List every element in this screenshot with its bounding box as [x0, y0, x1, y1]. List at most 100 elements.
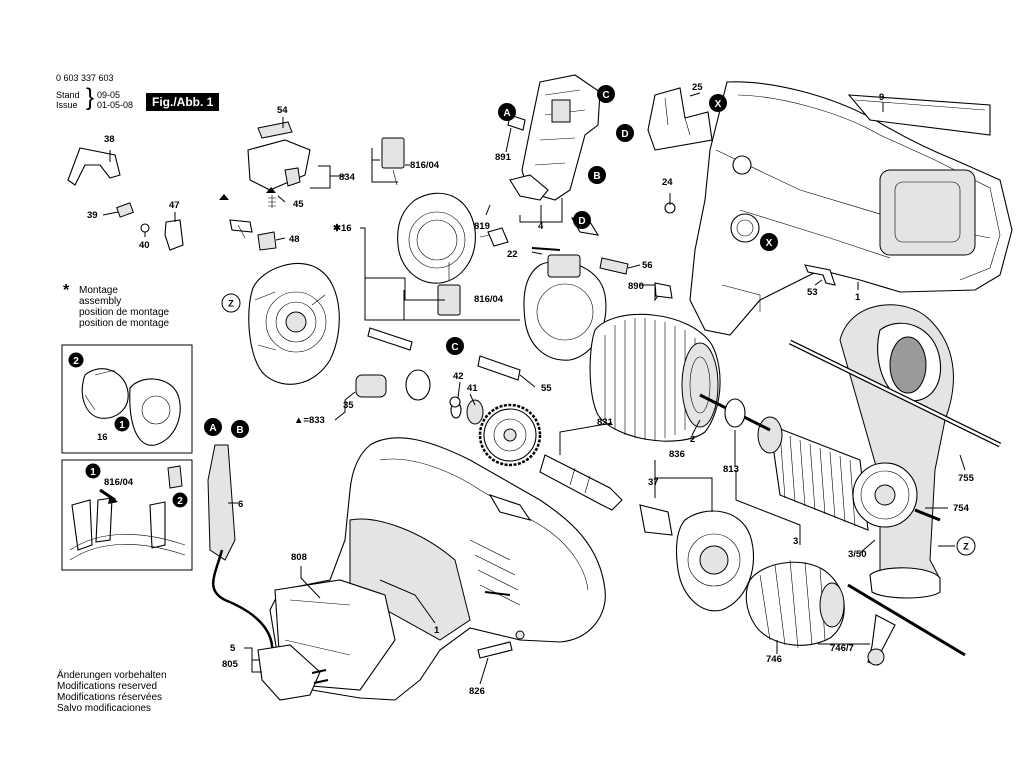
- label-813: 813: [723, 464, 739, 475]
- spring-part: [804, 264, 836, 286]
- label-805: 805: [222, 659, 239, 670]
- svg-text:A: A: [503, 108, 510, 119]
- brush-holder-ring: [381, 137, 476, 316]
- label-816-04-top: 816/04: [410, 160, 440, 171]
- label-5: 5: [230, 643, 236, 654]
- svg-text:2: 2: [177, 496, 183, 507]
- inset2-step-1: 1: [85, 463, 101, 479]
- label-1-housing: 1: [855, 292, 861, 303]
- side-handle: [788, 304, 1002, 599]
- label-6: 6: [238, 499, 243, 510]
- svg-text:C: C: [602, 90, 609, 101]
- gear-housing: [639, 504, 754, 612]
- bracket-part: [647, 87, 713, 151]
- label-833: ▲=833: [294, 415, 325, 426]
- label-816-04-mid: 816/04: [474, 294, 504, 305]
- inset2-step-2: 2: [172, 492, 188, 508]
- label-891: 891: [495, 152, 512, 163]
- svg-text:1: 1: [90, 467, 96, 478]
- issue-label: Issue: [56, 100, 78, 110]
- badge-B-top: B: [588, 166, 606, 184]
- svg-text:B: B: [236, 425, 243, 436]
- inset1-step-1: 1: [114, 416, 130, 432]
- label-3-50: 3/50: [848, 549, 867, 560]
- triangle-mark: [266, 187, 276, 193]
- badge-C-mid: C: [446, 337, 464, 355]
- modifications-line: Modifications reserved: [57, 681, 158, 692]
- label-808: 808: [291, 552, 307, 563]
- switch-module: [509, 74, 601, 201]
- badge-Z-right: Z: [956, 536, 976, 556]
- svg-text:X: X: [766, 238, 773, 249]
- svg-text:Z: Z: [963, 542, 969, 552]
- label-40: 40: [139, 240, 150, 251]
- svg-text:B: B: [593, 171, 600, 182]
- label-1-drill: 1: [434, 625, 440, 636]
- badge-C-top: C: [597, 85, 615, 103]
- badge-A-top: A: [498, 103, 516, 121]
- label-890: 890: [628, 281, 644, 292]
- assembly-note: Montage assembly position de montage pos…: [79, 285, 169, 329]
- label-16: ✱16: [333, 223, 352, 234]
- assembly-asterisk: *: [63, 282, 70, 299]
- brace-icon: }: [86, 84, 95, 111]
- label-746: 746: [766, 654, 782, 665]
- svg-text:X: X: [715, 99, 722, 110]
- stand-date: 09-05: [97, 90, 121, 100]
- switch-cover: [247, 121, 311, 208]
- svg-text:D: D: [578, 216, 585, 227]
- housing-half: [689, 81, 1013, 336]
- drill-body: [269, 437, 606, 701]
- inset1-step-2: 2: [68, 352, 84, 368]
- label-56: 56: [642, 260, 653, 271]
- label-9: 9: [879, 92, 884, 103]
- issue-date: 01-05-08: [97, 100, 134, 110]
- label-inset2-816: 816/04: [104, 477, 134, 488]
- brush-frame: [523, 254, 607, 361]
- badge-D-mid: D: [573, 211, 591, 229]
- badge-Z-left: Z: [221, 293, 241, 313]
- part-labels: 54 834 45 816/04 ✱16 816/04 38 39 40 47 …: [87, 82, 975, 697]
- label-35: 35: [343, 400, 354, 411]
- label-54: 54: [277, 105, 288, 116]
- inset-2: [61, 459, 193, 571]
- depth-stop: [67, 147, 184, 251]
- label-3: 3: [793, 536, 798, 547]
- badge-X-top: X: [709, 94, 727, 112]
- svg-text:2: 2: [73, 356, 79, 367]
- label-4: 4: [538, 221, 544, 232]
- part-number: 0 603 337 603: [56, 73, 114, 83]
- power-cable: [207, 444, 329, 701]
- label-836: 836: [669, 449, 685, 460]
- bearing-plate: [248, 262, 340, 385]
- label-819: 819: [474, 221, 490, 232]
- stand-label: Stand: [56, 90, 80, 100]
- gear: [450, 399, 623, 511]
- label-24: 24: [662, 177, 673, 188]
- label-834: 834: [339, 172, 356, 183]
- inset-1: [61, 344, 193, 454]
- assembly-note-line: assembly: [79, 296, 122, 307]
- badge-A-cable: A: [204, 418, 222, 436]
- svg-text:C: C: [451, 342, 458, 353]
- label-41: 41: [467, 383, 478, 394]
- label-55: 55: [541, 383, 552, 394]
- stator: [589, 313, 721, 442]
- svg-text:D: D: [621, 129, 628, 140]
- triangle-mark: [219, 194, 229, 200]
- label-2: 2: [690, 434, 695, 445]
- label-38: 38: [104, 134, 115, 145]
- modifications-line: Modifications réservées: [57, 692, 163, 703]
- label-831: 831: [597, 417, 614, 428]
- assembly-note-line: position de montage: [79, 318, 170, 329]
- svg-text:1: 1: [119, 420, 125, 431]
- badge-X-mid: X: [760, 233, 778, 251]
- label-25: 25: [692, 82, 703, 93]
- badge-D-top: D: [616, 124, 634, 142]
- figure-label: Fig./Abb. 1: [146, 93, 220, 111]
- svg-text:A: A: [209, 423, 216, 434]
- leader-lines: [102, 92, 966, 685]
- label-47: 47: [169, 200, 180, 211]
- label-45: 45: [293, 199, 304, 210]
